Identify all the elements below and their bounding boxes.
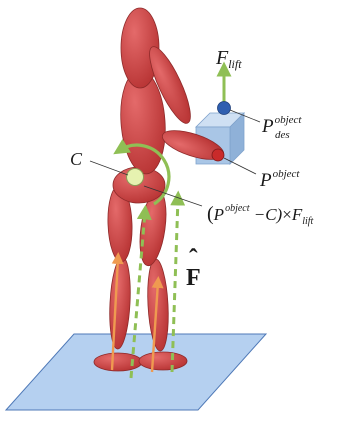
com-point [127,169,144,186]
label-com: C [70,149,83,169]
leader-c [90,161,128,175]
leader-p-object [224,158,256,174]
ground-plane [6,334,266,410]
object-point [212,149,224,161]
label-f-lift: Flift [215,47,242,71]
left-foot [94,353,142,371]
label-torque: (Pobject −C)×Flift [207,203,314,227]
label-f-hat: F [186,265,201,291]
desired-object-point [218,102,231,115]
label-p-object: Pobject [259,168,300,191]
right-foot [139,352,187,370]
